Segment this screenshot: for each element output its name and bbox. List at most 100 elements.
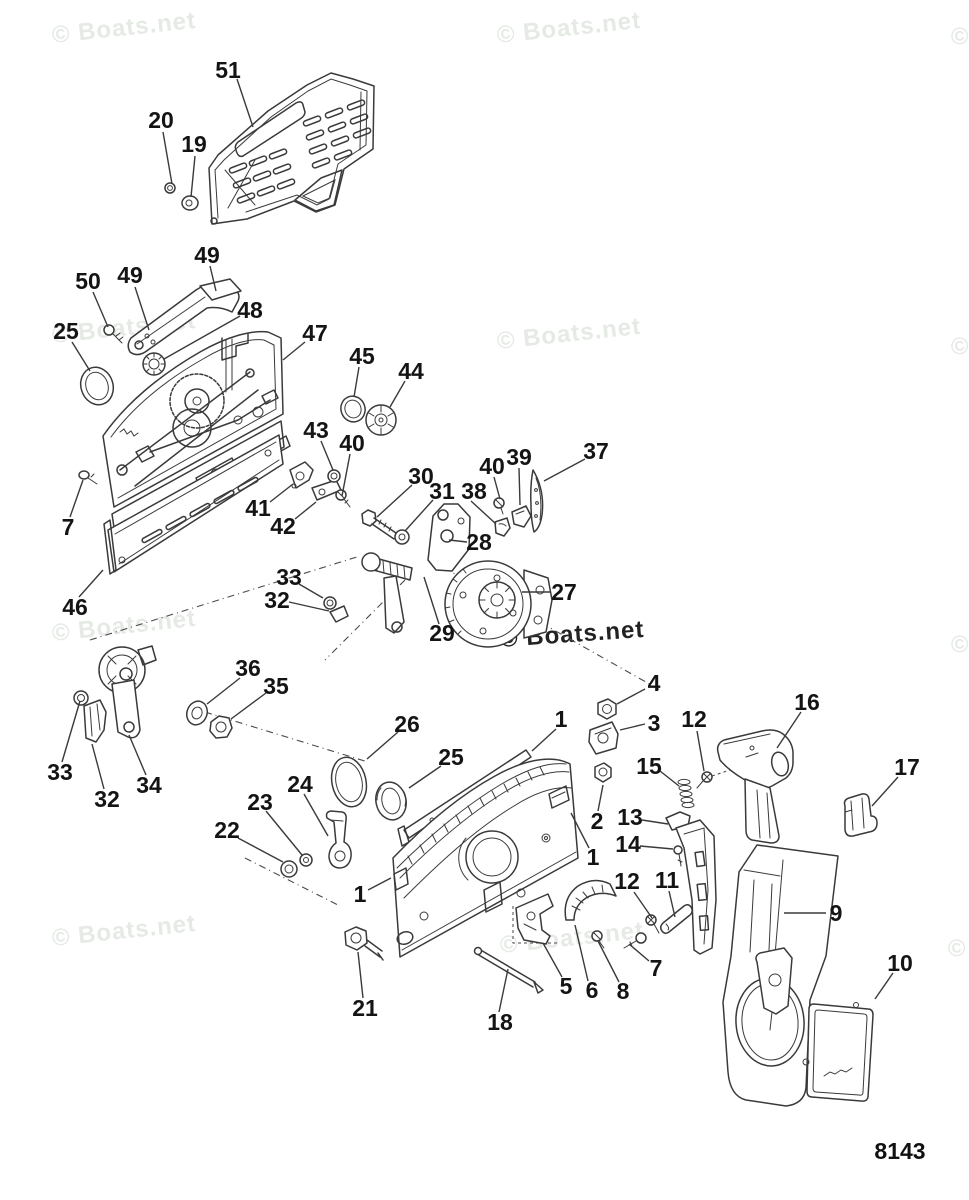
callout-33-leader xyxy=(298,583,324,599)
callout-12-leader xyxy=(633,891,653,919)
part-11-pin xyxy=(659,903,694,935)
part-19-washer xyxy=(181,195,199,211)
callout-40: 40 xyxy=(339,430,365,456)
callout-26-leader xyxy=(366,731,399,760)
callout-18: 18 xyxy=(487,1009,513,1035)
callout-1-leader xyxy=(570,812,590,849)
callout-33: 33 xyxy=(47,759,73,785)
callout-38-leader xyxy=(470,500,497,525)
part-26-ring xyxy=(330,756,368,808)
part-7-screw-lower xyxy=(623,932,647,949)
callout-35-leader xyxy=(230,692,267,720)
part-48-bushing xyxy=(142,352,166,376)
callout-1-leader xyxy=(367,877,392,891)
part-17-clip xyxy=(843,793,878,837)
callout-41: 41 xyxy=(245,495,271,521)
callout-32: 32 xyxy=(94,786,120,812)
callout-33-leader xyxy=(61,700,81,763)
callout-31-leader xyxy=(404,499,434,532)
part-12-screw-lower xyxy=(645,914,660,934)
callout-49-leader xyxy=(134,286,150,331)
callout-7-leader xyxy=(628,943,650,962)
callout-46: 46 xyxy=(62,594,88,620)
part-35-nut xyxy=(209,715,233,739)
part-14-screw xyxy=(673,845,683,867)
part-20-nut xyxy=(164,182,176,194)
callout-32: 32 xyxy=(264,587,290,613)
callout-4: 4 xyxy=(648,670,661,696)
callout-25-leader xyxy=(408,765,442,789)
part-7-screw-upper xyxy=(78,470,98,485)
part-32-clip-left xyxy=(83,699,107,743)
callout-47: 47 xyxy=(302,320,328,346)
callout-11: 11 xyxy=(655,867,680,893)
callout-45-leader xyxy=(353,366,360,398)
callout-48-leader xyxy=(163,315,241,360)
callout-40: 40 xyxy=(479,453,505,479)
callout-32-leader xyxy=(91,743,105,790)
part-22-washer xyxy=(280,860,298,878)
part-32-clip-mid xyxy=(329,605,349,623)
callout-18-leader xyxy=(498,968,509,1013)
callout-12-leader xyxy=(696,730,705,772)
callout-6-leader xyxy=(574,924,589,982)
callout-6: 6 xyxy=(586,977,599,1003)
callout-33: 33 xyxy=(276,564,302,590)
part-21-bolt xyxy=(344,926,384,961)
callout-38: 38 xyxy=(461,478,487,504)
callout-40-leader xyxy=(341,453,351,497)
callout-46-leader xyxy=(78,569,104,598)
callout-17: 17 xyxy=(894,754,920,780)
part-5-bracket xyxy=(512,893,557,945)
part-28-bracket xyxy=(427,503,471,572)
callout-43-leader xyxy=(320,440,334,471)
callout-21: 21 xyxy=(352,995,378,1021)
callout-39: 39 xyxy=(506,444,532,470)
callout-25: 25 xyxy=(438,744,464,770)
callout-39-leader xyxy=(518,467,521,506)
callout-19: 19 xyxy=(181,131,207,157)
diagram-number: 8143 xyxy=(874,1138,926,1164)
part-16-handle xyxy=(716,729,794,844)
callout-7-leader xyxy=(69,479,84,518)
callout-20: 20 xyxy=(148,107,174,133)
part-38-clip xyxy=(494,517,511,537)
callout-14-leader xyxy=(639,845,674,850)
callout-13: 13 xyxy=(617,804,643,830)
callout-45: 45 xyxy=(349,343,375,369)
part-44-wheel xyxy=(365,404,397,436)
callout-42-leader xyxy=(294,501,317,520)
callout-23: 23 xyxy=(247,789,273,815)
callout-3: 3 xyxy=(648,710,661,736)
part-41-lever xyxy=(289,461,314,489)
callout-47-leader xyxy=(282,341,306,361)
callout-19-leader xyxy=(190,155,196,198)
callout-16: 16 xyxy=(794,689,820,715)
callout-26: 26 xyxy=(394,711,420,737)
callout-14: 14 xyxy=(615,831,641,857)
part-8-screw xyxy=(591,930,605,949)
part-47-backplate xyxy=(102,330,284,508)
part-23-washer xyxy=(299,853,313,867)
callout-44: 44 xyxy=(398,358,424,384)
callout-11-leader xyxy=(668,890,676,918)
molded-logo-squiggle xyxy=(823,1067,853,1077)
callout-50-leader xyxy=(92,291,109,328)
callout-5: 5 xyxy=(560,973,573,999)
callout-9: 9 xyxy=(830,900,843,926)
part-39-detent xyxy=(511,505,532,528)
callout-41-leader xyxy=(269,483,294,503)
callout-34: 34 xyxy=(136,772,162,798)
callout-12: 12 xyxy=(681,706,707,732)
part-40-screw-right xyxy=(493,497,505,515)
callout-10: 10 xyxy=(887,950,913,976)
callout-22-leader xyxy=(237,837,284,863)
callout-10-leader xyxy=(874,972,894,1000)
callout-29: 29 xyxy=(429,620,455,646)
callout-49: 49 xyxy=(117,262,143,288)
callout-30: 30 xyxy=(408,463,434,489)
callout-34-leader xyxy=(128,734,147,776)
part-36-washer xyxy=(185,700,209,726)
callout-1-leader xyxy=(531,728,557,752)
